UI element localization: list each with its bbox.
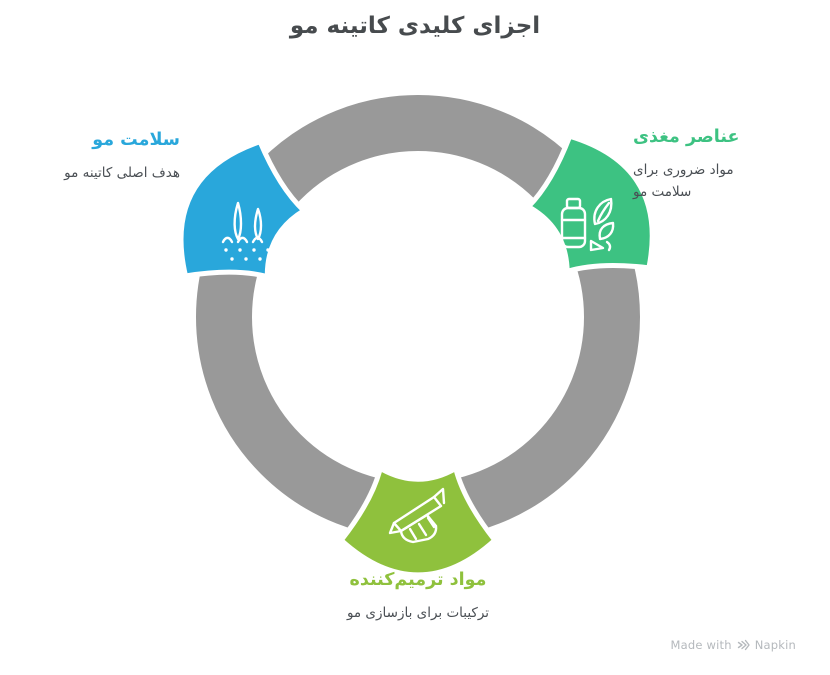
node-label-nutrients: عناصر مغذی مواد ضروری برای سلامت مو bbox=[633, 126, 751, 203]
node-description-repair-materials: ترکیبات برای بازسازی مو bbox=[346, 604, 490, 621]
hair-follicle-icon bbox=[221, 201, 276, 261]
made-with-napkin: Made with Napkin bbox=[671, 638, 797, 652]
node-shape-hair-health bbox=[178, 138, 308, 280]
node-label-repair-materials: مواد ترمیم‌کننده ترکیبات برای بازسازی مو bbox=[308, 569, 528, 624]
node-description-nutrients: مواد ضروری برای سلامت مو bbox=[633, 161, 734, 201]
node-title-nutrients: عناصر مغذی bbox=[633, 127, 740, 147]
nutrient-bottle-icon bbox=[560, 197, 615, 252]
napkin-logo-icon bbox=[737, 639, 750, 651]
node-title-hair-health: سلامت مو bbox=[92, 130, 180, 150]
node-description-hair-health: هدف اصلی کاتینه مو bbox=[64, 164, 180, 181]
node-shape-nutrients bbox=[524, 133, 655, 275]
node-title-repair-materials: مواد ترمیم‌کننده bbox=[349, 570, 487, 590]
napkin-brand-text: Napkin bbox=[754, 638, 796, 652]
page-title: اجزای کلیدی کاتینه مو bbox=[289, 13, 541, 39]
bandage-icon bbox=[388, 487, 446, 544]
made-with-text: Made with bbox=[670, 638, 732, 652]
node-label-hair-health: سلامت مو هدف اصلی کاتینه مو bbox=[10, 129, 180, 184]
